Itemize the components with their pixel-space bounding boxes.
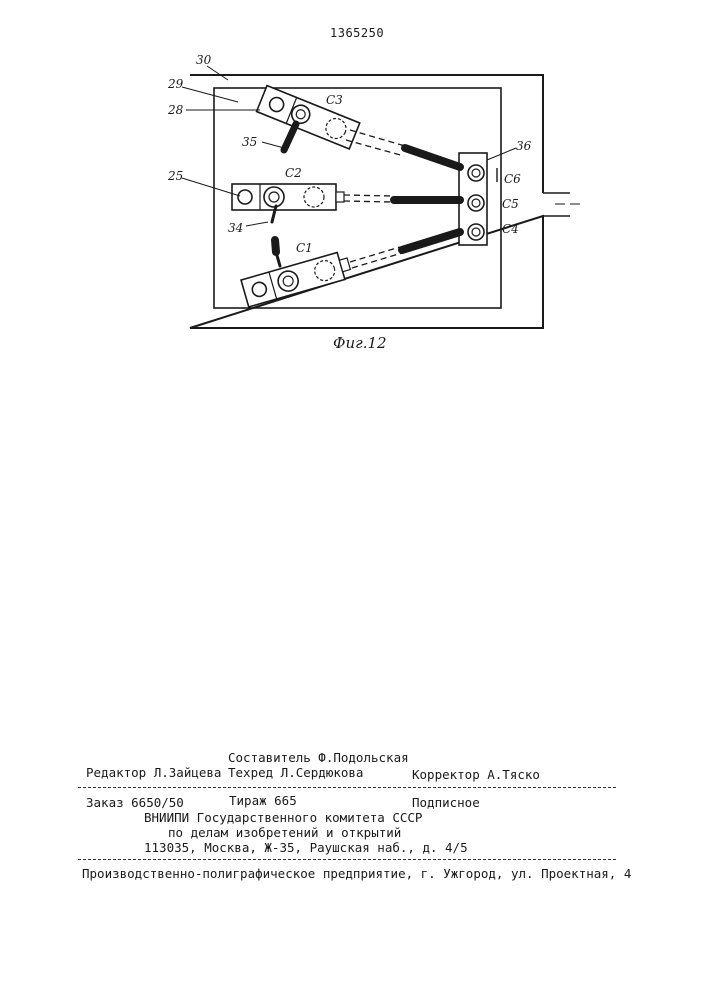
label-28: 28: [167, 103, 184, 117]
order-line: Заказ 6650/50: [86, 795, 184, 810]
label-36: 36: [516, 139, 532, 153]
label-c3: C3: [326, 93, 343, 107]
label-c2: C2: [285, 166, 302, 180]
connector-c1: [241, 250, 353, 307]
label-c1: C1: [296, 241, 313, 255]
corrector-line: Корректор А.Тяско: [412, 767, 540, 782]
label-35: 35: [242, 135, 257, 149]
subscription-line: Подписное: [412, 795, 480, 810]
techred-line: Техред Л.Сердюкова: [228, 765, 363, 780]
figure-caption: Фиг.12: [333, 334, 387, 352]
label-29: 29: [167, 77, 184, 91]
label-25: 25: [167, 169, 183, 183]
label-c6: C6: [504, 172, 521, 186]
printer-line: Производственно-полиграфическое предприя…: [82, 866, 631, 881]
editor-line: Редактор Л.Зайцева: [86, 765, 221, 780]
circulation-line: Тираж 665: [229, 793, 297, 808]
divider-bottom: [78, 859, 616, 860]
label-c5: C5: [502, 197, 519, 211]
label-30: 30: [196, 53, 212, 67]
connector-c3: [257, 86, 360, 149]
terminal-block-36: [459, 153, 497, 245]
address-line: 113035, Москва, Ж-35, Раушская наб., д. …: [144, 840, 468, 855]
divider-top: [78, 787, 616, 788]
label-c4: C4: [502, 222, 519, 236]
org-line-1: ВНИИПИ Государственного комитета СССР: [144, 810, 422, 825]
compiler-line: Составитель Ф.Подольская: [228, 750, 409, 765]
org-line-2: по делам изобретений и открытий: [168, 825, 401, 840]
patent-figure-12: 30 29 28 C3 35 C2 25 34 C1 36 C6 C5 C4 Ф…: [0, 0, 707, 360]
label-34: 34: [228, 221, 243, 235]
connector-c2: [232, 184, 344, 210]
